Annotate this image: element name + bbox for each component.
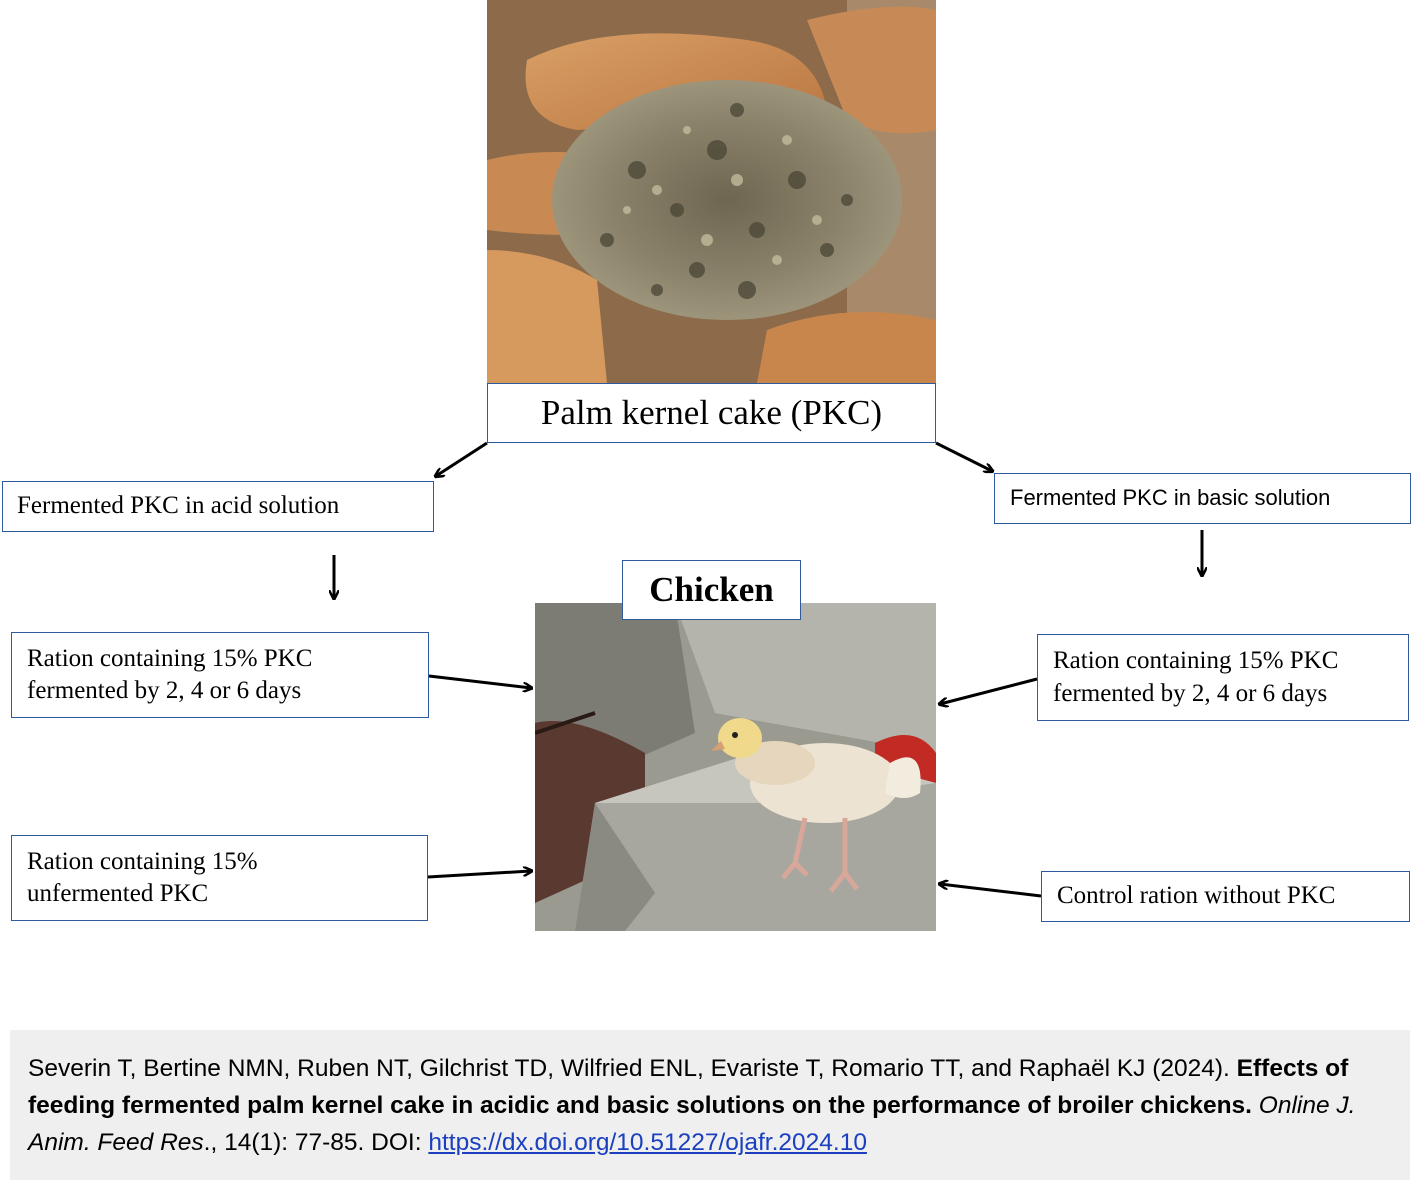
arrow-control-to-chicken — [940, 884, 1042, 898]
right-fermented-ration-line2: fermented by 2, 4 or 6 days — [1053, 679, 1328, 707]
acid-fermentation-text: Fermented PKC in acid solution — [17, 492, 340, 520]
citation-authors: Severin T, Bertine NMN, Ruben NT, Gilchr… — [28, 1055, 1230, 1082]
arrow-pkc-to-acid — [436, 441, 488, 476]
left-fermented-ration-box: Ration containing 15% PKC fermented by 2… — [11, 632, 429, 718]
unfermented-ration-line2: unfermented PKC — [27, 880, 209, 907]
arrow-left-ration-to-chicken — [428, 674, 531, 688]
arrow-pkc-to-basic — [935, 441, 992, 471]
arrow-right-ration-to-chicken — [940, 677, 1038, 704]
doi-link[interactable]: https://dx.doi.org/10.51227/ojafr.2024.1… — [428, 1129, 867, 1156]
citation-panel: Severin T, Bertine NMN, Ruben NT, Gilchr… — [10, 1030, 1410, 1180]
acid-fermentation-box: Fermented PKC in acid solution — [2, 481, 434, 532]
control-ration-text: Control ration without PKC — [1057, 882, 1336, 910]
unfermented-ration-box: Ration containing 15% unfermented PKC — [11, 835, 428, 921]
citation-journal: Online J. Anim. Feed Res — [28, 1092, 1356, 1156]
right-fermented-ration-line1: Ration containing 15% PKC — [1053, 647, 1339, 674]
chicken-text: Chicken — [649, 570, 774, 610]
control-ration-box: Control ration without PKC — [1041, 871, 1410, 922]
right-fermented-ration-box: Ration containing 15% PKC fermented by 2… — [1037, 634, 1409, 721]
broiler-chicken-photo — [535, 603, 936, 931]
palm-kernel-cake-text: Palm kernel cake (PKC) — [540, 393, 883, 433]
left-fermented-ration-line1: Ration containing 15% PKC — [27, 644, 313, 672]
palm-kernel-cake-label: Palm kernel cake (PKC) — [487, 383, 936, 443]
citation-title: Effects of feeding fermented palm kernel… — [28, 1055, 1349, 1119]
unfermented-ration-line1: Ration containing 15% — [27, 847, 258, 875]
basic-fermentation-box: Fermented PKC in basic solution — [994, 473, 1411, 524]
citation-volume: ., 14(1): 77-85. DOI: — [203, 1129, 429, 1156]
basic-fermentation-text: Fermented PKC in basic solution — [1010, 485, 1331, 511]
arrow-left-unfermented-to-chicken — [427, 871, 531, 879]
chicken-label: Chicken — [622, 560, 801, 620]
palm-kernel-cake-photo — [487, 0, 936, 383]
left-fermented-ration-line2: fermented by 2, 4 or 6 days — [27, 677, 302, 704]
